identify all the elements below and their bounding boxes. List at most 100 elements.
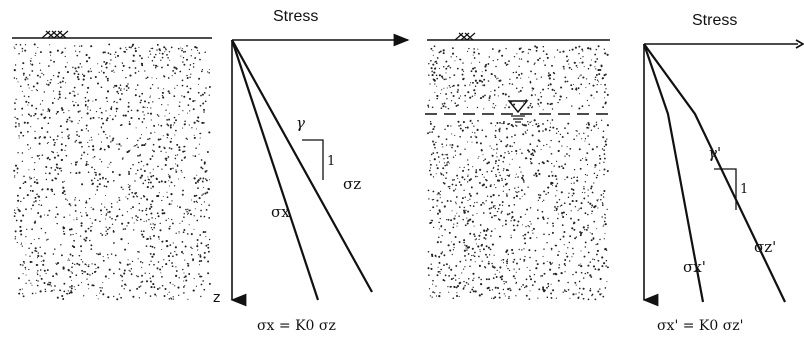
soil-stipple-dot [511,83,514,85]
soil-stipple-dot [544,289,546,292]
soil-stipple-dot [131,191,134,194]
soil-stipple-dot [561,224,564,226]
soil-stipple-dot [181,171,183,173]
soil-stipple-dot [86,161,88,163]
soil-stipple-dot [600,119,603,121]
soil-stipple-dot [35,279,38,282]
soil-stipple-dot [121,280,123,282]
soil-stipple-dot [520,77,522,79]
soil-stipple-dot [590,129,593,132]
soil-stipple-dot [141,62,143,65]
soil-stipple-dot [521,123,524,125]
soil-stipple-dot [429,167,432,169]
soil-stipple-dot [456,212,458,214]
soil-stipple-dot [78,255,81,257]
soil-stipple-dot [481,173,484,176]
soil-stipple-dot [34,249,37,252]
soil-stipple-dot [510,124,513,127]
soil-stipple-dot [128,186,130,189]
soil-stipple-dot [182,252,184,255]
soil-stipple-dot [97,253,100,256]
soil-stipple-dot [602,106,605,109]
soil-stipple-dot [61,181,64,183]
soil-stipple-dot [470,136,473,138]
soil-stipple-dot [551,64,553,67]
soil-stipple-dot [569,297,571,299]
soil-stipple-dot [70,228,73,231]
soil-stipple-dot [138,117,140,120]
soil-stipple-dot [438,236,440,238]
soil-stipple-dot [131,217,133,219]
soil-stipple-dot [597,45,600,48]
soil-stipple-dot [431,74,434,77]
soil-stipple-dot [478,238,480,241]
soil-stipple-dot [41,255,43,257]
soil-stipple-dot [50,285,52,287]
soil-stipple-dot [92,157,94,159]
soil-stipple-dot [36,264,39,266]
soil-stipple-dot [134,47,137,50]
soil-stipple-dot [26,143,29,146]
soil-stipple-dot [60,244,62,246]
soil-stipple-dot [489,95,491,97]
soil-stipple-dot [78,120,80,122]
soil-stipple-dot [545,53,548,56]
soil-stipple-dot [144,272,146,274]
soil-stipple-dot [427,106,430,108]
soil-stipple-dot [565,55,568,58]
soil-stipple-dot [183,272,185,274]
soil-stipple-dot [541,275,544,277]
soil-stipple-dot [466,141,469,143]
soil-stipple-dot [94,177,96,179]
soil-stipple-dot [491,147,493,149]
soil-stipple-dot [141,266,143,268]
soil-stipple-dot [136,287,139,290]
soil-stipple-dot [149,253,152,255]
soil-stipple-dot [51,289,53,292]
soil-stipple-dot [171,203,173,205]
soil-stipple-dot [462,62,464,64]
soil-stipple-dot [162,96,165,99]
soil-stipple-dot [575,129,577,132]
left-soil-stipple [13,43,211,301]
soil-stipple-dot [447,157,449,159]
soil-stipple-dot [582,56,584,58]
soil-stipple-dot [564,179,566,181]
soil-stipple-dot [82,78,85,81]
soil-stipple-dot [532,154,535,157]
soil-stipple-dot [580,202,583,205]
right-soil-profile [425,32,610,301]
soil-stipple-dot [143,195,146,198]
soil-stipple-dot [574,88,577,90]
soil-stipple-dot [601,265,604,268]
soil-stipple-dot [572,247,574,250]
soil-stipple-dot [584,241,587,244]
soil-stipple-dot [471,247,474,250]
soil-stipple-dot [467,246,471,249]
soil-stipple-dot [474,85,477,88]
soil-stipple-dot [150,260,152,262]
soil-stipple-dot [68,134,70,136]
soil-stipple-dot [56,138,58,141]
soil-stipple-dot [183,276,186,279]
soil-stipple-dot [30,208,32,210]
soil-stipple-dot [141,92,144,95]
soil-stipple-dot [454,150,457,152]
soil-stipple-dot [145,245,148,247]
soil-stipple-dot [551,174,554,177]
soil-stipple-dot [591,233,594,235]
soil-stipple-dot [499,122,501,124]
soil-stipple-dot [19,85,22,88]
soil-stipple-dot [475,141,478,144]
soil-stipple-dot [578,287,581,290]
soil-stipple-dot [161,168,163,170]
soil-stipple-dot [199,177,202,180]
soil-stipple-dot [198,273,200,275]
soil-stipple-dot [473,48,475,50]
soil-stipple-dot [514,100,516,102]
soil-stipple-dot [193,121,196,124]
soil-stipple-dot [490,195,492,198]
soil-stipple-dot [24,266,27,269]
soil-stipple-dot [90,206,92,208]
soil-stipple-dot [540,76,543,78]
